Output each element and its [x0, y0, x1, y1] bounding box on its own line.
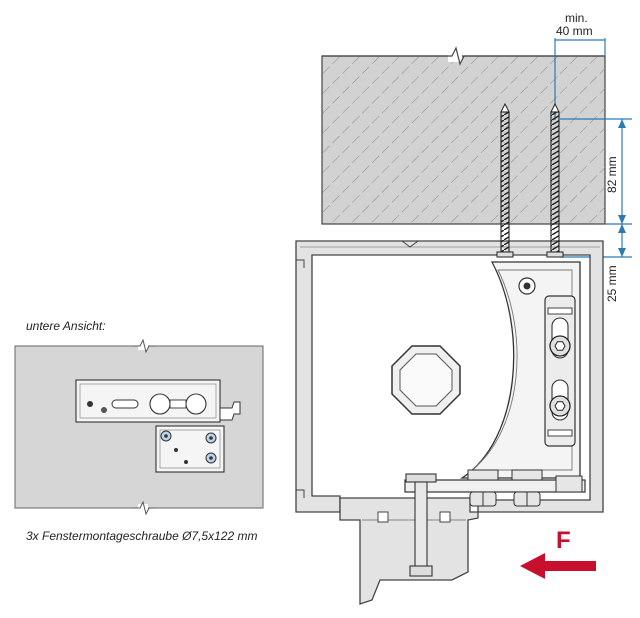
dimension-25-label: 25 mm: [605, 265, 619, 302]
concrete-lintel: [321, 46, 606, 225]
min-distance-label: 40 mm: [556, 24, 593, 38]
octagonal-axle: [391, 345, 461, 415]
side-bracket: [459, 261, 581, 479]
bottom-view-panel: [14, 338, 264, 516]
force-label: F: [556, 527, 571, 554]
window-mounting-screw-right: [546, 102, 564, 258]
min-label: min.: [565, 11, 588, 25]
force-arrow: [520, 553, 596, 579]
dimension-82-label: 82 mm: [605, 156, 619, 193]
bottom-view-plate: [155, 425, 225, 473]
dimension-lines: [554, 38, 632, 258]
bottom-view-title: untere Ansicht:: [26, 319, 106, 333]
bottom-mounting-plate: [404, 469, 586, 507]
screw-specification-caption: 3x Fenstermontageschraube Ø7,5x122 mm: [26, 529, 257, 543]
window-mounting-screw-left: [496, 102, 514, 258]
bottom-view-bracket: [75, 379, 241, 423]
bottom-bolt: [405, 473, 437, 577]
window-frame-profile: [339, 497, 479, 605]
